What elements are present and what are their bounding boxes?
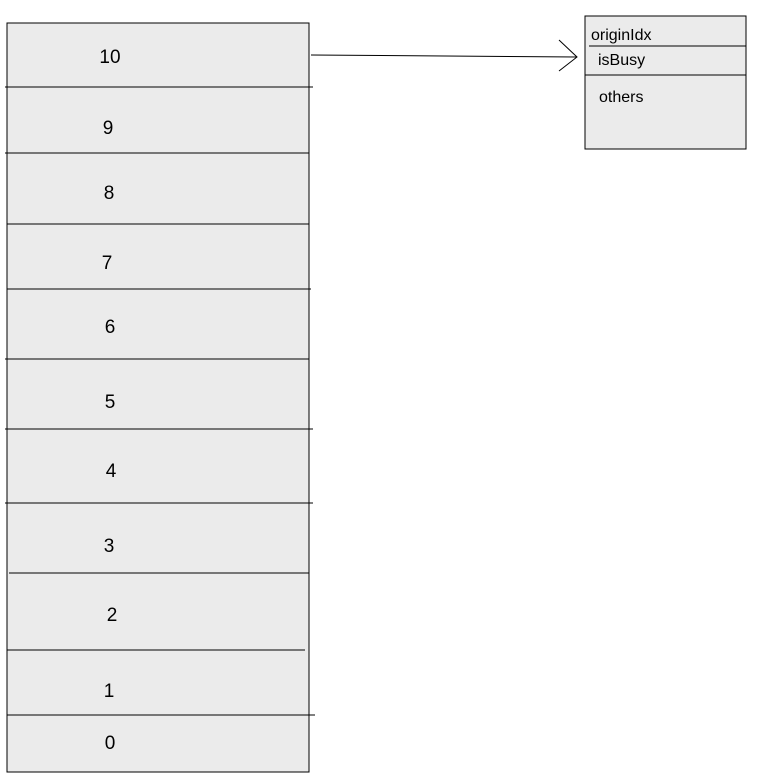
slot-label-7: 7 [102,253,113,274]
slot-label-3: 3 [104,536,115,557]
slot-label-6: 6 [105,317,116,338]
slot-label-8: 8 [104,183,115,204]
field-others: others [599,89,643,106]
field-origin-idx: originIdx [591,27,651,44]
pointer-arrow [310,39,578,72]
slot-label-1: 1 [104,681,115,702]
slot-separators [5,86,315,716]
slot-label-10: 10 [99,47,120,68]
slot-label-5: 5 [105,392,116,413]
slot-label-0: 0 [105,733,116,754]
slot-stack-box [6,22,310,773]
field-is-busy: isBusy [598,52,645,69]
slot-label-4: 4 [106,461,117,482]
arrowhead-icon [558,39,578,72]
pointer-arrow-shaft [310,54,578,58]
entry-struct-box [584,15,747,150]
slot-label-9: 9 [103,118,114,139]
entry-struct: originIdx isBusy others [584,15,747,150]
slot-label-2: 2 [107,605,118,626]
slot-stack: 10 9 8 7 6 5 4 3 2 1 0 [5,22,315,773]
